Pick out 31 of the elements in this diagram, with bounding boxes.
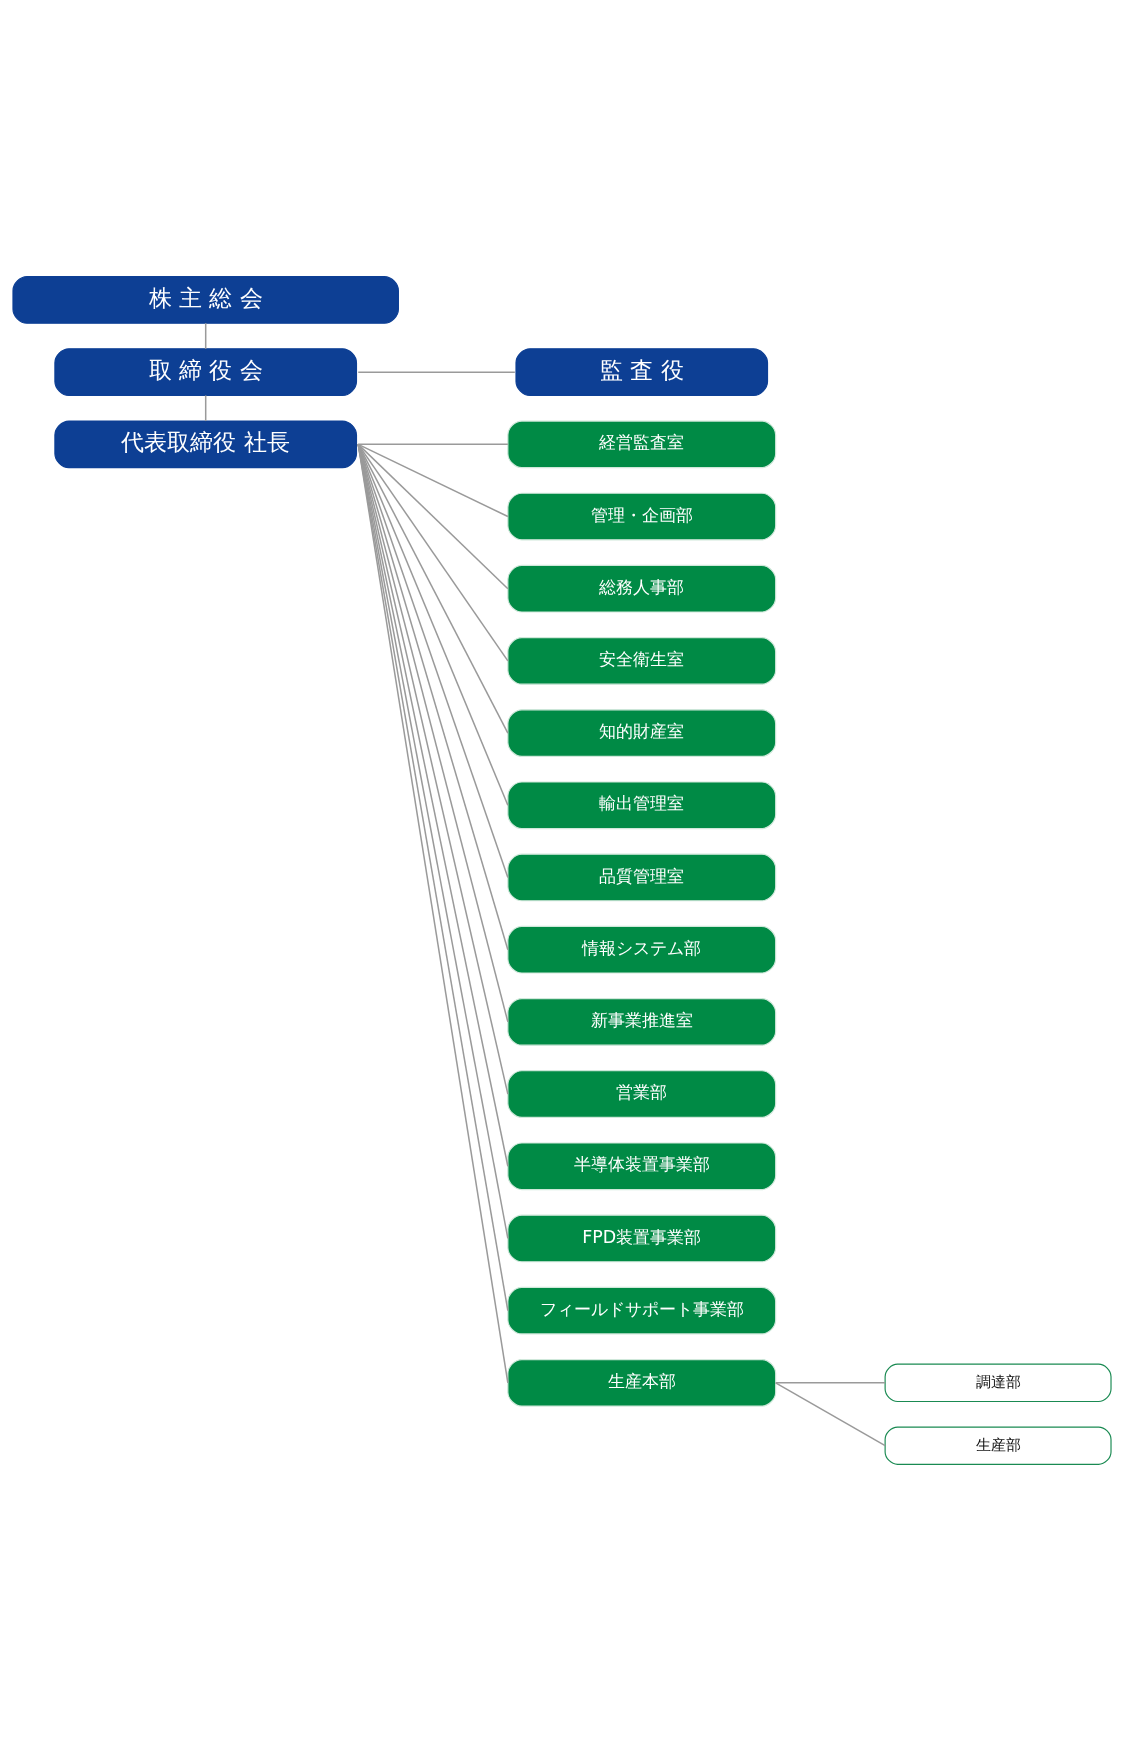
node-box: 代表取締役 社長 — [54, 420, 358, 469]
connector — [204, 322, 207, 350]
node-box: 管理・企画部 — [507, 492, 777, 541]
connector — [357, 443, 509, 446]
connector — [774, 1382, 886, 1384]
node-box: 輸出管理室 — [507, 781, 777, 830]
node-box: フィールドサポート事業部 — [507, 1286, 777, 1335]
connector — [357, 371, 516, 373]
node-box: 知的財産室 — [507, 709, 777, 757]
node-box: 安全衛生室 — [507, 637, 777, 685]
node-box: 半導体装置事業部 — [507, 1142, 777, 1191]
connector — [357, 443, 509, 590]
connector — [774, 1382, 886, 1447]
node-box: 生産本部 — [507, 1358, 777, 1407]
connector — [357, 443, 509, 518]
connector — [357, 443, 509, 662]
node-box: 新事業推進室 — [507, 998, 777, 1046]
node-box: 総務人事部 — [507, 564, 777, 613]
node-box: 経営監査室 — [507, 420, 777, 469]
connector — [357, 443, 509, 807]
node-box: 調達部 — [884, 1363, 1112, 1403]
connector — [204, 394, 207, 422]
node-box: 品質管理室 — [507, 853, 777, 902]
node-box: FPD装置事業部 — [507, 1214, 777, 1263]
node-box: 情報システム部 — [507, 925, 777, 974]
connector — [357, 443, 509, 734]
node-box: 営業部 — [507, 1070, 777, 1118]
node-box: 監 査 役 — [515, 348, 769, 396]
node-box: 株 主 総 会 — [12, 276, 399, 324]
node-box: 生産部 — [884, 1426, 1112, 1465]
node-box: 取 締 役 会 — [54, 348, 358, 396]
